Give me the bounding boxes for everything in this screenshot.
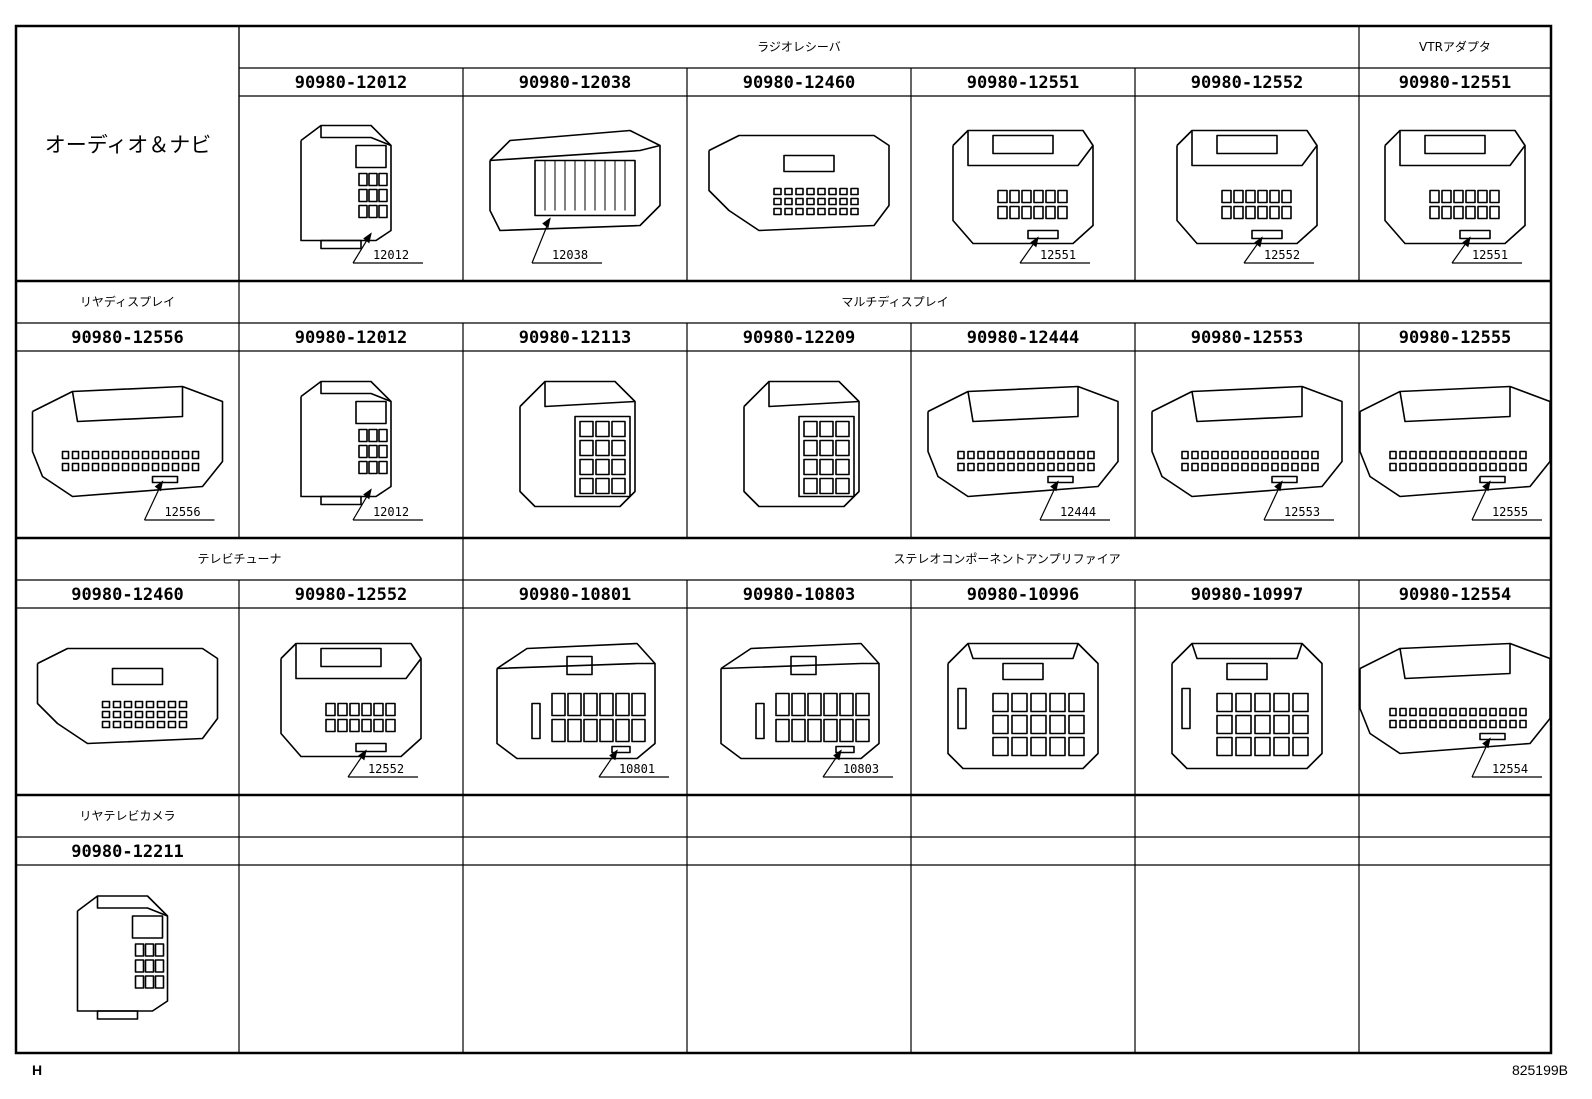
part-number: 90980-12552 bbox=[295, 585, 408, 605]
callout-label: 12012 bbox=[373, 505, 409, 519]
connector-cube-grid bbox=[520, 382, 635, 507]
callout-label: 10801 bbox=[619, 762, 655, 776]
callout-label: 12556 bbox=[164, 505, 200, 519]
group-label: マルチディスプレイ bbox=[841, 294, 948, 309]
part-number: 90980-12444 bbox=[967, 328, 1080, 348]
category-title: オーディオ＆ナビ bbox=[45, 133, 212, 157]
callout-label: 12555 bbox=[1492, 505, 1528, 519]
part-number: 90980-12460 bbox=[71, 585, 184, 605]
part-number: 90980-12209 bbox=[743, 328, 856, 348]
outer-frame bbox=[16, 26, 1551, 1053]
callout-label: 12551 bbox=[1472, 248, 1508, 262]
part-number: 90980-12012 bbox=[295, 328, 408, 348]
part-number: 90980-10997 bbox=[1191, 585, 1304, 605]
callout-label: 12012 bbox=[373, 248, 409, 262]
part-number: 90980-12551 bbox=[1399, 73, 1512, 93]
part-number: 90980-10801 bbox=[519, 585, 632, 605]
part-number: 90980-12552 bbox=[1191, 73, 1304, 93]
callout-leader: 10803 bbox=[823, 749, 893, 778]
connector-wide-pins bbox=[709, 136, 889, 231]
callout-label: 12553 bbox=[1284, 505, 1320, 519]
part-number: 90980-12113 bbox=[519, 328, 632, 348]
callout-label: 12444 bbox=[1060, 505, 1096, 519]
callout-label: 12038 bbox=[552, 248, 588, 262]
connector-latch-box bbox=[1177, 131, 1317, 244]
group-label: VTRアダプタ bbox=[1419, 39, 1491, 54]
callout-leader: 12444 bbox=[1040, 480, 1110, 521]
footer-left-mark: H bbox=[32, 1062, 42, 1078]
connector-latch-box bbox=[281, 644, 421, 757]
part-number: 90980-10996 bbox=[967, 585, 1080, 605]
callout-leader: 12556 bbox=[145, 480, 215, 521]
callout-leader: 12552 bbox=[348, 749, 418, 778]
part-number: 90980-10803 bbox=[743, 585, 856, 605]
connector-latch-box bbox=[1385, 131, 1525, 244]
group-label: ラジオレシーバ bbox=[757, 40, 841, 54]
group-label: テレビチューナ bbox=[197, 552, 281, 566]
group-label: ステレオコンポーネントアンプリファイア bbox=[893, 552, 1120, 566]
connector-long-latch bbox=[1360, 387, 1550, 497]
callout-leader: 12553 bbox=[1264, 480, 1334, 521]
callout-leader: 12551 bbox=[1020, 236, 1090, 264]
callout-label: 12551 bbox=[1040, 248, 1076, 262]
group-label: リヤテレビカメラ bbox=[79, 809, 175, 823]
connector-cube-grid bbox=[744, 382, 859, 507]
part-number: 90980-12554 bbox=[1399, 585, 1512, 605]
part-number: 90980-12556 bbox=[71, 328, 184, 348]
connector-drawings: 12012 12038 12551 12552 12551 12556 12012 12444… bbox=[33, 126, 1551, 1020]
callout-label: 12552 bbox=[1264, 248, 1300, 262]
connector-square-grid bbox=[1172, 644, 1322, 769]
callout-leader: 10801 bbox=[599, 749, 669, 778]
connector-long-latch bbox=[33, 387, 223, 497]
connector-long-latch bbox=[1360, 644, 1550, 754]
connector-latch-box bbox=[953, 131, 1093, 244]
callout-leader: 12012 bbox=[353, 232, 423, 264]
connector-small-tall bbox=[78, 896, 168, 1019]
part-number: 90980-12460 bbox=[743, 73, 856, 93]
callout-label: 12554 bbox=[1492, 762, 1528, 776]
part-number: 90980-12038 bbox=[519, 73, 632, 93]
table-grid bbox=[16, 26, 1551, 1053]
connector-block-grid bbox=[721, 644, 879, 759]
part-number: 90980-12211 bbox=[71, 842, 184, 862]
callout-label: 10803 bbox=[843, 762, 879, 776]
connector-block-grid bbox=[497, 644, 655, 759]
group-label: リヤディスプレイ bbox=[80, 294, 175, 309]
part-number: 90980-12012 bbox=[295, 73, 408, 93]
connector-small-tall bbox=[301, 382, 391, 505]
drawing-number: 825199B bbox=[1512, 1062, 1568, 1078]
part-number: 90980-12555 bbox=[1399, 328, 1512, 348]
part-number: 90980-12553 bbox=[1191, 328, 1304, 348]
callout-leader: 12012 bbox=[353, 488, 423, 521]
callout-leader: 12555 bbox=[1472, 480, 1542, 521]
connector-small-tall bbox=[301, 126, 391, 249]
connector-wide-ribbed bbox=[490, 131, 660, 231]
table-labels: ラジオレシーバ VTRアダプタ 90980-12012 90980-12038 9098… bbox=[71, 39, 1511, 862]
connector-long-latch bbox=[1152, 387, 1342, 497]
connector-square-grid bbox=[948, 644, 1098, 769]
callout-label: 12552 bbox=[368, 762, 404, 776]
callout-leader: 12551 bbox=[1452, 236, 1522, 264]
callout-leader: 12554 bbox=[1472, 737, 1542, 778]
part-number: 90980-12551 bbox=[967, 73, 1080, 93]
connector-long-latch bbox=[928, 387, 1118, 497]
connector-wide-pins bbox=[38, 649, 218, 744]
callout-leader: 12552 bbox=[1244, 236, 1314, 264]
callout-leader: 12038 bbox=[532, 217, 602, 264]
